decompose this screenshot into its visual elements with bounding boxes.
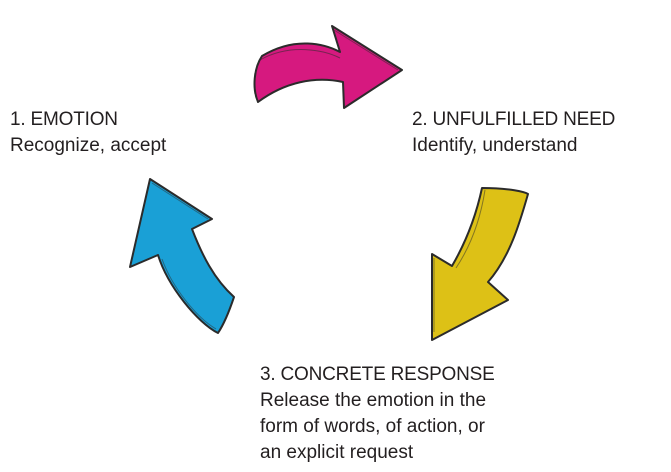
arrow-body [431, 187, 529, 341]
step-1-label: 1. EMOTION Recognize, accept [10, 107, 166, 159]
step-3-line-3: an explicit request [260, 442, 414, 463]
arrow-body [129, 178, 235, 334]
cyan-arrow-up-left-icon [100, 175, 240, 340]
step-3-title: 3. CONCRETE RESPONSE [260, 364, 495, 385]
step-3-label: 3. CONCRETE RESPONSE Release the emotion… [260, 362, 495, 466]
yellow-arrow-down-left-icon [410, 182, 540, 347]
arrow-body [253, 25, 403, 109]
step-3-line-2: form of words, of action, or [260, 416, 485, 437]
step-1-title: 1. EMOTION [10, 109, 118, 130]
magenta-arrow-right-icon [240, 10, 410, 115]
step-3-line-1: Release the emotion in the [260, 390, 487, 411]
step-1-subtitle: Recognize, accept [10, 135, 167, 156]
step-2-label: 2. UNFULFILLED NEED Identify, understand [412, 107, 615, 159]
step-2-subtitle: Identify, understand [412, 135, 578, 156]
step-2-title: 2. UNFULFILLED NEED [412, 109, 616, 130]
